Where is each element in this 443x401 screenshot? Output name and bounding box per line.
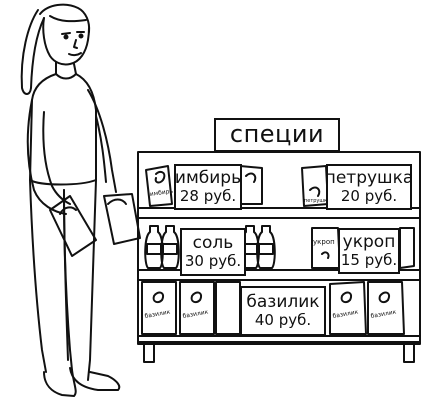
packet-label-basil: базилик — [332, 309, 359, 320]
packet-label-parsley: петрушка — [304, 198, 330, 204]
price-tag-item: укроп — [342, 231, 396, 252]
price-tag-item: соль — [192, 232, 234, 253]
packet-labels: имбирь петрушка укроп базилик базилик ба… — [144, 188, 397, 320]
packet-label-basil: базилик — [370, 309, 397, 320]
packet-label-basil: базилик — [182, 309, 209, 320]
spice-shelf — [137, 151, 421, 363]
salt-bottles — [144, 225, 276, 269]
price-tag-salt: соль 30 руб. — [180, 228, 246, 276]
packet-label-basil: базилик — [144, 309, 171, 320]
price-tag-price: 30 руб. — [184, 252, 242, 271]
store-title-sign: специи — [214, 118, 340, 152]
price-tag-item: базилик — [246, 291, 320, 312]
price-tag-basil: базилик 40 руб. — [240, 286, 326, 336]
price-tag-item: имбирь — [174, 167, 242, 188]
woman-figure — [20, 3, 141, 397]
price-tag-price: 20 руб. — [340, 187, 398, 206]
packet-label-ginger: имбирь — [149, 188, 174, 198]
price-tag-price: 15 руб. — [340, 251, 398, 270]
basil-packets — [141, 281, 405, 335]
price-tag-dill: укроп 15 руб. — [338, 228, 400, 274]
price-tag-item: петрушка — [324, 167, 414, 188]
store-title: специи — [229, 120, 325, 149]
packet-label-dill: укроп — [313, 238, 335, 246]
price-tag-parsley: петрушка 20 руб. — [324, 164, 414, 210]
price-tag-price: 40 руб. — [254, 311, 312, 330]
price-tag-price: 28 руб. — [179, 187, 237, 206]
price-tag-ginger: имбирь 28 руб. — [174, 164, 242, 210]
